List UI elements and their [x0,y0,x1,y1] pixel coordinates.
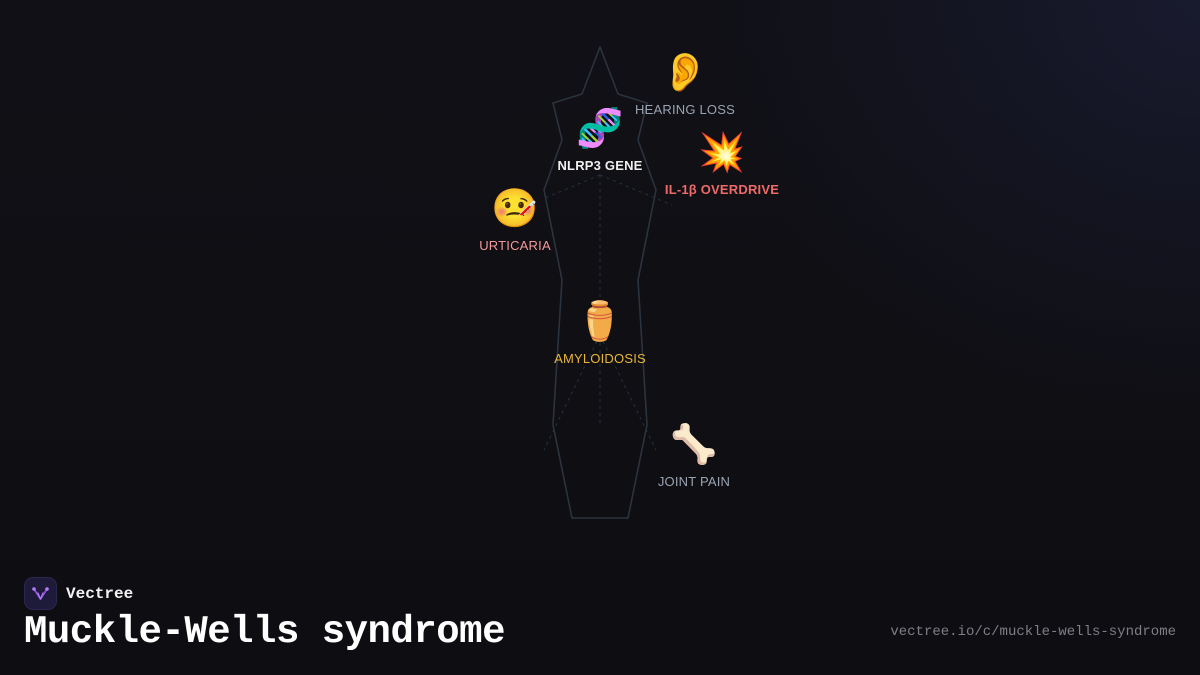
urticaria-label: URTICARIA [479,238,551,253]
connector-lines [543,174,673,451]
dna-icon: 🧬 [576,106,624,150]
node-nlrp3-gene: 🧬 NLRP3 GENE [557,106,642,173]
node-il1b-overdrive: 💥 IL-1β OVERDRIVE [665,130,779,197]
nlrp3-gene-label: NLRP3 GENE [557,158,643,173]
brand: Vectree [24,577,133,610]
vectree-logo-icon [24,577,57,610]
page-url: vectree.io/c/muckle-wells-syndrome [890,624,1176,640]
explosion-icon: 💥 [698,130,746,174]
node-amyloidosis: ⚱️ AMYLOIDOSIS [554,299,646,366]
amyloidosis-label: AMYLOIDOSIS [554,351,646,366]
bone-icon: 🦴 [670,422,718,466]
il1b-overdrive-label: IL-1β OVERDRIVE [664,182,780,197]
ear-icon: 👂 [661,50,709,94]
brand-name: Vectree [66,584,134,603]
node-urticaria: 🤒 URTICARIA [479,186,551,253]
sick-face-icon: 🤒 [491,186,539,230]
urn-icon: ⚱️ [576,299,624,343]
body-outline [543,46,657,519]
joint-pain-label: JOINT PAIN [657,474,731,489]
node-joint-pain: 🦴 JOINT PAIN [658,422,730,489]
node-hearing-loss: 👂 HEARING LOSS [635,50,735,117]
page-title: Muckle-Wells syndrome [24,610,505,654]
hearing-loss-label: HEARING LOSS [635,102,735,117]
